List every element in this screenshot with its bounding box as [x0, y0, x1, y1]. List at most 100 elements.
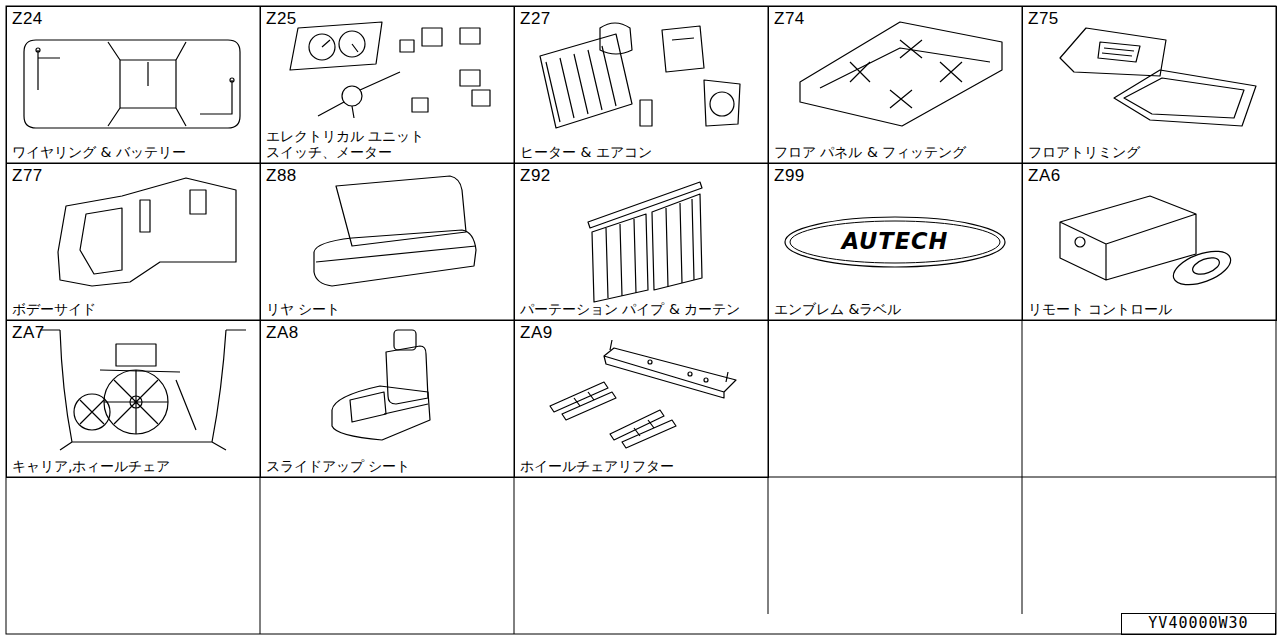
- drawing-stroke: [24, 40, 240, 128]
- catalog-cell: Z77 ボデーサイド: [6, 163, 261, 321]
- section-code: ZA8: [266, 323, 299, 343]
- drawing-stroke: [800, 22, 1002, 126]
- drawing-stroke: [230, 78, 234, 82]
- emblem-outer: [785, 217, 1005, 267]
- section-name: フロアトリミング: [1028, 144, 1140, 160]
- catalog-cell: Z88 リヤ シート: [260, 163, 515, 321]
- section-name: パーテーション パイプ & カーテン: [520, 301, 740, 317]
- catalog-cell: ZA9 ホイールチェアリフター: [514, 320, 769, 478]
- drawing-stroke: [400, 40, 414, 52]
- drawing-stroke: [40, 330, 246, 450]
- catalog-cell: Z74 フロア パネル & フィッテング: [768, 6, 1023, 164]
- section-code: Z77: [12, 166, 43, 186]
- drawing-stroke: [58, 178, 236, 286]
- section-name: リモート コントロール: [1028, 301, 1172, 317]
- drawing-stroke: [592, 194, 702, 302]
- emblem-oval: AUTECH: [784, 216, 1006, 268]
- drawing-stroke: [422, 28, 442, 46]
- drawing-stroke: [688, 372, 692, 376]
- drawing-stroke: [38, 50, 232, 114]
- section-name: リヤ シート: [266, 301, 340, 317]
- catalog-cell: Z92 パーテーション パイプ & カーテン: [514, 163, 769, 321]
- drawing-stroke: [6, 6, 1276, 634]
- drawing-stroke: [546, 46, 616, 122]
- drawing-stroke: [540, 34, 632, 128]
- drawing-stroke: [1114, 70, 1256, 126]
- drawing-stroke: [80, 190, 206, 274]
- section-code: ZA6: [1028, 166, 1061, 186]
- drawing-stroke: [384, 404, 428, 414]
- drawing-stroke: [1075, 237, 1085, 247]
- catalog-cell: Z27 ヒーター & エアコン: [514, 6, 769, 164]
- drawing-stroke: [1060, 196, 1196, 280]
- drawing-stroke: [710, 92, 734, 116]
- drawing-stroke: [600, 23, 632, 54]
- drawing-stroke: [386, 346, 428, 404]
- drawing-stroke: [412, 98, 428, 112]
- section-code: Z24: [12, 9, 43, 29]
- grid-lines: [6, 6, 1276, 634]
- drawing-stroke: [314, 230, 476, 286]
- section-code: Z74: [774, 9, 805, 29]
- drawing-stroke: [460, 70, 480, 86]
- catalog-cell: Z99 エンブレム &ラベル AUTECH: [768, 163, 1023, 321]
- drawing-stroke: [1190, 255, 1221, 278]
- section-code: Z88: [266, 166, 297, 186]
- section-name: キャリア,ホィールチェア: [12, 458, 170, 474]
- section-code: Z25: [266, 9, 297, 29]
- figure-tag: YV40000W30: [1121, 613, 1276, 635]
- drawing-stroke: [104, 370, 168, 434]
- drawing-stroke: [704, 378, 708, 382]
- section-name: ヒーター & エアコン: [520, 144, 652, 160]
- drawing-stroke: [640, 100, 652, 126]
- drawing-stroke: [704, 80, 740, 126]
- section-code: Z92: [520, 166, 551, 186]
- section-name: エンブレム &ラベル: [774, 301, 901, 317]
- drawing-stroke: [318, 72, 400, 118]
- drawing-stroke: [1060, 28, 1166, 76]
- part-drawings: [24, 22, 1256, 450]
- section-name: スライドアップ シート: [266, 458, 410, 474]
- drawing-stroke: [104, 370, 168, 434]
- drawing-stroke: [108, 42, 186, 126]
- section-name: ボデーサイド: [12, 301, 96, 317]
- drawing-stroke: [588, 182, 702, 228]
- catalog-cell: ZA7 キャリア,ホィールチェア: [6, 320, 261, 478]
- drawing-stroke: [820, 48, 990, 88]
- section-code: Z75: [1028, 9, 1059, 29]
- section-name: ホイールチェアリフター: [520, 458, 674, 474]
- drawing-stroke: [610, 410, 676, 448]
- drawing-stroke: [850, 40, 962, 108]
- drawing-stroke: [342, 86, 362, 106]
- drawing-stroke: [604, 340, 736, 398]
- drawing-stroke: [332, 386, 430, 440]
- drawing-stroke: [662, 26, 704, 72]
- drawing-stroke: [36, 48, 40, 52]
- catalog-cell: Z25 エレクトリカル ユニット スイッチ、メーター: [260, 6, 515, 164]
- section-name: フロア パネル & フィッテング: [774, 144, 966, 160]
- figure-number: YV40000W30: [1122, 614, 1275, 634]
- drawing-stroke: [460, 28, 480, 44]
- drawing-stroke: [116, 344, 156, 366]
- section-code: ZA9: [520, 323, 553, 343]
- drawing-stroke: [322, 40, 358, 52]
- drawing-stroke: [316, 246, 476, 262]
- section-name: ワイヤリング & バッテリー: [12, 144, 186, 160]
- section-code: ZA7: [12, 323, 45, 343]
- drawing-stroke: [290, 22, 382, 70]
- drawing-stroke: [1098, 42, 1140, 62]
- drawing-stroke: [80, 370, 196, 430]
- drawing-stroke: [1169, 245, 1235, 292]
- catalog-cell: Z24 ワイヤリング & バッテリー: [6, 6, 261, 164]
- section-code: Z99: [774, 166, 805, 186]
- section-name: エレクトリカル ユニット スイッチ、メーター: [266, 128, 456, 160]
- section-code: Z27: [520, 9, 551, 29]
- drawing-stroke: [606, 199, 694, 298]
- catalog-cell: ZA8 スライドアップ シート: [260, 320, 515, 478]
- drawing-stroke: [648, 360, 652, 364]
- catalog-cell: Z75 フロアトリミング: [1022, 6, 1277, 164]
- drawing-stroke: [336, 176, 466, 246]
- drawing-stroke: [350, 392, 386, 422]
- drawing-stroke: [550, 382, 616, 420]
